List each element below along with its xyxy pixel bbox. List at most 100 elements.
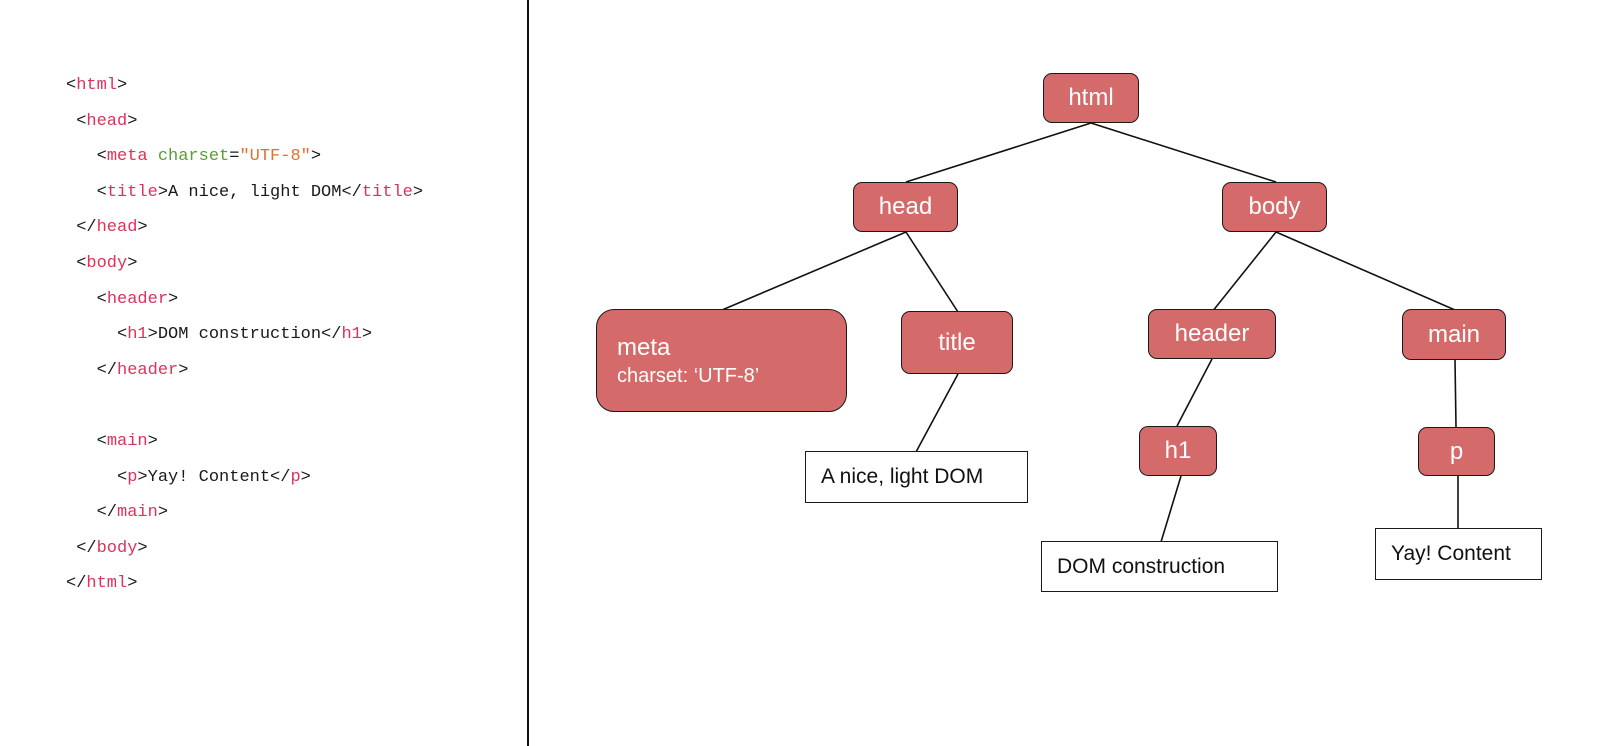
node-title-label: title [938, 328, 976, 356]
code-attribute: charset [157, 147, 230, 167]
node-header-label: header [1174, 320, 1250, 347]
code-text: > [361, 325, 373, 345]
code-line: <p>Yay! Content</p> [66, 468, 311, 488]
code-text: > [137, 538, 148, 558]
code-string: "UTF-8" [239, 147, 311, 167]
code-tag-name: h1 [341, 325, 362, 345]
edge-html-body [1090, 122, 1277, 183]
code-text: >A nice, light DOM</ [157, 182, 362, 202]
code-text: </ [66, 503, 118, 523]
text-node-p: Yay! Content [1375, 528, 1542, 580]
text-node-p-label: Yay! Content [1391, 542, 1511, 565]
node-h1: h1 [1139, 426, 1217, 476]
code-text: </ [66, 218, 97, 238]
node-meta-attribute: charset: ‘UTF-8’ [617, 364, 760, 387]
code-line: <main> [66, 432, 158, 452]
code-text: > [127, 254, 138, 273]
code-text: > [412, 182, 424, 202]
code-text: > [168, 289, 179, 309]
code-tag-name: header [117, 360, 179, 380]
code-tag-name: p [290, 467, 301, 487]
code-text: < [66, 147, 107, 167]
edge-h1-text [1160, 475, 1182, 543]
code-line: </head> [66, 218, 148, 238]
node-p: p [1418, 427, 1495, 476]
code-line: </body> [66, 538, 148, 559]
node-main-label: main [1427, 320, 1481, 348]
code-line: <body> [66, 254, 137, 274]
code-tag-name: header [106, 289, 169, 309]
edge-main-p [1454, 359, 1457, 428]
code-tag-name: main [117, 503, 158, 523]
code-text: > [310, 147, 322, 167]
edge-title-text [915, 373, 959, 453]
node-body: body [1222, 182, 1327, 232]
node-head: head [853, 182, 958, 232]
text-node-h1: DOM construction [1041, 541, 1278, 592]
edge-header-h1 [1176, 358, 1213, 427]
node-head-label: head [878, 193, 933, 220]
code-text: < [66, 325, 128, 345]
node-main: main [1402, 309, 1506, 360]
code-text: > [157, 503, 169, 523]
code-text: < [66, 432, 107, 451]
node-p-label: p [1449, 437, 1464, 465]
code-line: <h1>DOM construction</h1> [66, 325, 372, 345]
code-line: <head> [66, 112, 137, 132]
node-html-label: html [1068, 84, 1114, 111]
code-text: </ [66, 360, 118, 380]
edge-head-meta [721, 231, 907, 311]
code-tag-name: title [361, 182, 413, 202]
code-text: > [127, 574, 138, 594]
code-tag-name: title [106, 182, 158, 202]
code-text: >DOM construction</ [147, 325, 342, 345]
html-source-code: <html> <head> <meta charset="UTF-8"> <ti… [0, 0, 528, 746]
code-text: </ [66, 538, 97, 558]
text-node-h1-label: DOM construction [1057, 554, 1226, 578]
node-title: title [901, 311, 1013, 374]
code-text: < [66, 467, 128, 487]
panel-divider [527, 0, 529, 746]
code-text: </ [66, 574, 87, 594]
edge-html-head [905, 122, 1092, 183]
code-tag-name: meta [106, 147, 148, 167]
code-text: > [127, 111, 138, 131]
code-text: >Yay! Content</ [137, 467, 291, 487]
code-text: < [66, 182, 107, 202]
code-tag-name: html [86, 574, 128, 594]
node-html: html [1043, 73, 1139, 123]
code-text: > [137, 218, 148, 238]
code-line: </header> [66, 360, 189, 381]
edge-head-title [905, 231, 959, 313]
code-text: > [147, 432, 158, 451]
node-header: header [1148, 309, 1276, 359]
code-line: <meta charset="UTF-8"> [66, 147, 321, 167]
code-line: </main> [66, 503, 168, 523]
code-line: <title>A nice, light DOM</title> [66, 182, 424, 203]
code-text: > [178, 360, 189, 380]
code-text: < [66, 111, 87, 131]
code-tag-name: body [96, 538, 138, 558]
code-tag-name: main [106, 432, 148, 451]
code-text: > [300, 467, 311, 487]
code-text: > [117, 76, 128, 95]
text-node-title-label: A nice, light DOM [821, 465, 984, 488]
text-node-title: A nice, light DOM [805, 451, 1028, 503]
code-line: <header> [66, 289, 179, 310]
code-tag-name: html [76, 76, 118, 95]
code-tag-name: head [96, 218, 138, 238]
code-line: </html> [66, 574, 137, 594]
code-tag-name: body [86, 254, 128, 273]
code-tag-name: head [86, 111, 128, 131]
node-meta: meta charset: ‘UTF-8’ [596, 309, 847, 412]
node-body-label: body [1248, 193, 1301, 220]
code-text: < [66, 76, 77, 95]
edge-body-main [1275, 231, 1456, 311]
code-text: < [66, 289, 107, 309]
code-tag-name: h1 [127, 325, 148, 345]
node-meta-label: meta [617, 333, 671, 361]
node-h1-label: h1 [1164, 437, 1192, 464]
edge-body-header [1211, 231, 1277, 313]
